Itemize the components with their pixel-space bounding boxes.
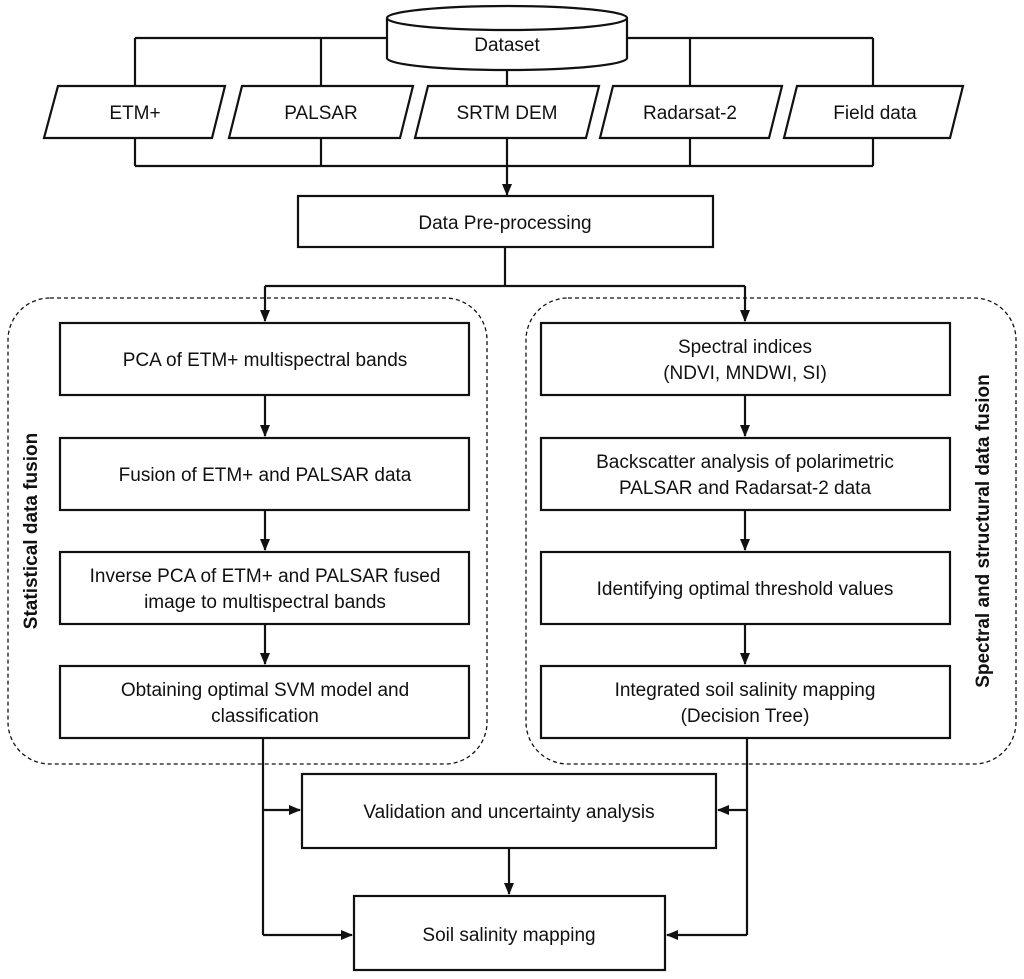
- right-step-1-line-2: (NDVI, MNDWI, SI): [663, 363, 827, 384]
- right-step-2-line-1: Backscatter analysis of polarimetric: [596, 452, 894, 473]
- right-step-4-line-2: (Decision Tree): [681, 706, 810, 727]
- left-step-1: PCA of ETM+ multispectral bands: [58, 321, 471, 397]
- source-label-palsar: PALSAR: [284, 103, 358, 124]
- source-label-radarsat: Radarsat-2: [643, 103, 737, 124]
- left-step-2: Fusion of ETM+ and PALSAR data: [58, 436, 471, 512]
- validation-node: Validation and uncertainty analysis: [300, 772, 718, 850]
- source-palsar: PALSAR: [227, 84, 415, 140]
- bottom-connectors: [261, 738, 749, 940]
- source-label-field: Field data: [833, 103, 917, 124]
- left-step-3-line-1: Inverse PCA of ETM+ and PALSAR fused: [90, 566, 441, 587]
- preprocessing-node: Data Pre-processing: [296, 194, 715, 249]
- dataset-label: Dataset: [474, 35, 540, 56]
- dataset-bus: [133, 36, 875, 196]
- right-group-label: Spectral and structural data fusion: [973, 374, 994, 688]
- dataset-node: Dataset: [385, 4, 629, 72]
- split-connectors: [260, 247, 750, 322]
- left-group-frame: [7, 297, 488, 765]
- left-step-3: Inverse PCA of ETM+ and PALSAR fused ima…: [58, 550, 471, 626]
- preprocessing-label: Data Pre-processing: [418, 213, 591, 234]
- right-step-4-line-1: Integrated soil salinity mapping: [615, 680, 876, 701]
- source-label-etm: ETM+: [109, 103, 160, 124]
- right-step-1: Spectral indices (NDVI, MNDWI, SI): [539, 321, 952, 397]
- source-label-srtm: SRTM DEM: [457, 103, 558, 124]
- left-step-3-line-2: image to multispectral bands: [144, 592, 386, 613]
- right-step-1-line-1: Spectral indices: [678, 337, 812, 358]
- source-radarsat: Radarsat-2: [598, 84, 784, 140]
- output-label: Soil salinity mapping: [422, 925, 595, 946]
- right-step-2-line-2: PALSAR and Radarsat-2 data: [619, 478, 872, 499]
- right-step-4: Integrated soil salinity mapping (Decisi…: [539, 664, 952, 740]
- validation-label: Validation and uncertainty analysis: [363, 802, 654, 823]
- right-group-frame: [525, 297, 1017, 765]
- left-step-4-line-1: Obtaining optimal SVM model and: [121, 680, 409, 701]
- left-step-1-line-1: PCA of ETM+ multispectral bands: [123, 350, 408, 371]
- right-step-3: Identifying optimal threshold values: [539, 550, 952, 626]
- left-step-4: Obtaining optimal SVM model and classifi…: [58, 664, 471, 740]
- left-step-4-line-2: classification: [211, 706, 319, 727]
- left-step-2-line-1: Fusion of ETM+ and PALSAR data: [119, 465, 412, 486]
- right-step-2: Backscatter analysis of polarimetric PAL…: [539, 436, 952, 512]
- source-srtm: SRTM DEM: [413, 84, 601, 140]
- right-step-3-line-1: Identifying optimal threshold values: [597, 579, 894, 600]
- left-group-label: Statistical data fusion: [21, 433, 42, 629]
- source-etm: ETM+: [42, 84, 227, 140]
- source-field: Field data: [782, 84, 965, 140]
- output-node: Soil salinity mapping: [352, 894, 667, 972]
